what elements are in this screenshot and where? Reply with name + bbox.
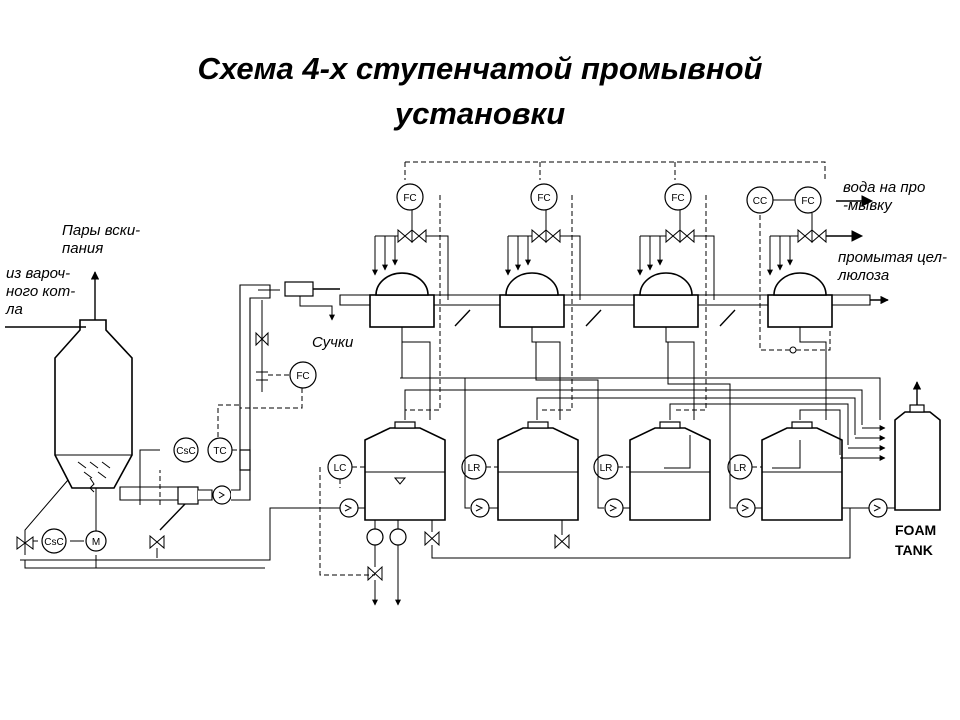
csc-controller-2: CsC [41, 528, 67, 554]
svg-text:CC: CC [753, 196, 767, 207]
shower-header [637, 210, 715, 300]
foam-tank [894, 404, 941, 511]
washed-pulp-label-1: промытая цел- [838, 249, 947, 266]
lr-recorder-3: LR [727, 454, 762, 480]
lr-recorder-2: LR [593, 454, 630, 480]
washer-drum [633, 272, 699, 420]
pump [868, 498, 888, 518]
valve [149, 534, 165, 550]
knot-separator [284, 281, 314, 297]
shower-header [372, 210, 449, 300]
valve [424, 530, 440, 547]
feed-label-1: из вароч- [6, 265, 70, 282]
feed-label-2: ного кот- [6, 283, 75, 300]
svg-text:TC: TC [213, 446, 226, 457]
lc-controller: LC [319, 454, 375, 576]
cc-controller: CC [746, 186, 774, 214]
washer-drum [499, 272, 565, 420]
pump [339, 498, 359, 518]
fc-controller-4: FC [794, 186, 822, 214]
svg-text:FC: FC [537, 193, 550, 204]
foam-tank-label-1: FOAM [895, 522, 936, 538]
valve [554, 533, 570, 550]
page-title-line-2: установки [394, 96, 566, 131]
vapor-label-1: Пары вски- [62, 222, 140, 239]
washer-drum [369, 272, 435, 420]
pump [604, 498, 624, 518]
tc-controller: TC [207, 437, 233, 463]
svg-text:FC: FC [671, 193, 684, 204]
pump [470, 498, 490, 518]
valve [255, 331, 269, 347]
valve [367, 565, 383, 582]
svg-text:FC: FC [801, 196, 814, 207]
pump [389, 528, 407, 546]
fc-controller-1: FC [396, 183, 424, 211]
svg-text:FC: FC [296, 371, 309, 382]
washer-drum [767, 272, 833, 420]
feed-label-3: ла [5, 301, 23, 318]
shower-header [505, 210, 581, 300]
knots-label: Сучки [312, 334, 354, 351]
filtrate-tank-1 [364, 421, 446, 521]
svg-text:LR: LR [734, 463, 747, 474]
svg-text:M: M [92, 537, 100, 548]
filtrate-tank-3 [629, 421, 711, 521]
mixer-box [177, 486, 199, 505]
wash-water-label-1: вода на про [843, 179, 925, 196]
svg-text:CsC: CsC [176, 446, 195, 457]
svg-text:LR: LR [600, 463, 613, 474]
pump [736, 498, 756, 518]
wash-water-label-2: -мывку [843, 197, 893, 214]
svg-text:CsC: CsC [44, 537, 63, 548]
fc-controller-5: FC [289, 361, 317, 389]
blow-tank [54, 319, 133, 493]
valve [16, 536, 34, 550]
svg-text:LC: LC [334, 463, 347, 474]
washed-pulp-label-2: люлоза [837, 267, 889, 284]
pump [212, 485, 232, 505]
filtrate-tank-2 [497, 421, 579, 521]
vapor-label-2: пания [62, 240, 103, 257]
shower-header [767, 213, 864, 276]
foam-tank-label-2: TANK [895, 542, 933, 558]
fc-controller-2: FC [530, 183, 558, 211]
temperature-element [239, 449, 251, 471]
page-title: Схема 4-х ступенчатой промывной [197, 51, 763, 86]
fc-controller-3: FC [664, 183, 692, 211]
filtrate-tank-4 [761, 421, 843, 521]
csc-controller-1: CsC [173, 437, 199, 463]
pump [366, 528, 384, 546]
lr-recorder-1: LR [461, 454, 498, 480]
svg-text:LR: LR [468, 463, 481, 474]
svg-text:FC: FC [403, 193, 416, 204]
motor: M [85, 530, 107, 552]
